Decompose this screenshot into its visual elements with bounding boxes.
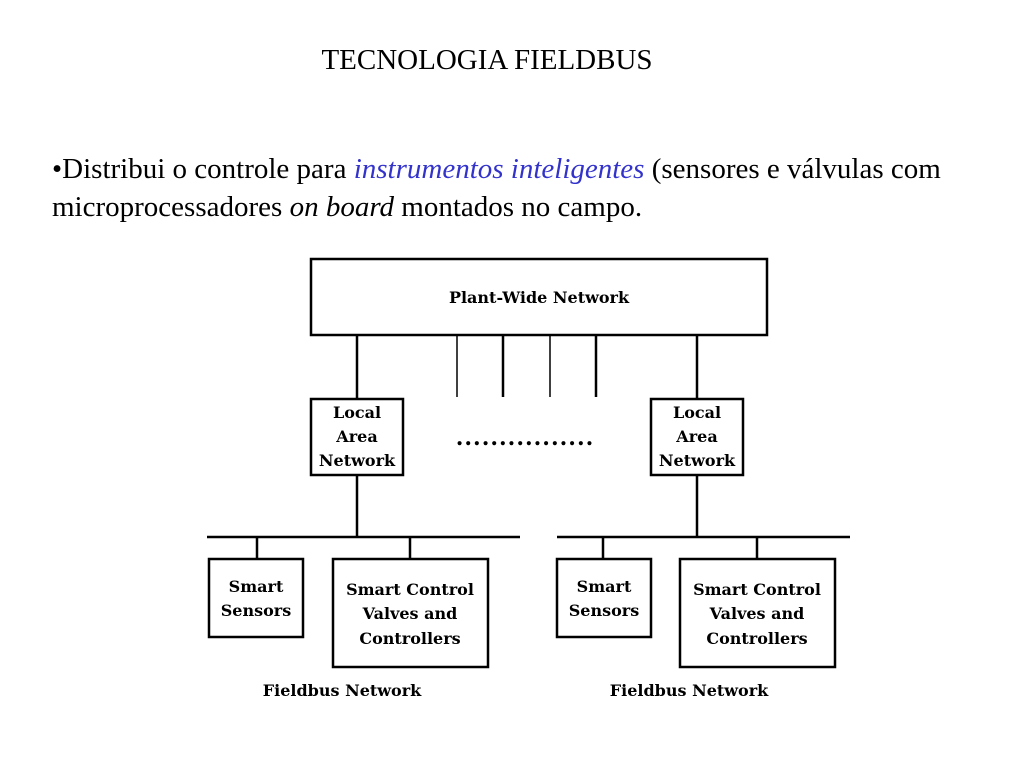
valves-left-line-3: Controllers	[359, 629, 460, 648]
lan-left-line-2: Area	[335, 427, 377, 446]
lan-right-line-3: Network	[659, 451, 736, 470]
valves-left-line-1: Smart Control	[346, 580, 474, 599]
fieldbus-label-left: Fieldbus Network	[263, 681, 422, 700]
valves-right-line-2: Valves and	[709, 604, 805, 623]
bullet-text-part-2: (sensores e válvulas com microprocessado…	[52, 153, 941, 223]
sensors-right-line-2: Sensors	[569, 601, 639, 620]
lan-box-right	[649, 397, 745, 477]
bullet-marker: •	[52, 153, 63, 185]
lan-right-line-1: Local	[673, 403, 721, 422]
bullet-text-part-3: montados no campo.	[394, 191, 643, 223]
lan-right-line-2: Area	[675, 427, 717, 446]
lan-left-line-1: Local	[333, 403, 381, 422]
bullet-text: •Distribui o controle para instrumentos …	[52, 150, 982, 226]
valves-left-line-2: Valves and	[362, 604, 458, 623]
bullet-highlight: instrumentos inteligentes	[353, 153, 645, 185]
lan-box-left	[309, 397, 405, 477]
plant-wide-network-box	[309, 257, 769, 337]
plant-wide-network-label: Plant-Wide Network	[449, 288, 630, 307]
smart-sensors-box-left	[207, 557, 305, 639]
sensors-left-line-1: Smart	[229, 577, 284, 596]
bullet-italic: on board	[289, 191, 395, 223]
ellipsis-dots: ................	[456, 425, 595, 451]
valves-right-line-3: Controllers	[706, 629, 807, 648]
sensors-left-line-2: Sensors	[221, 601, 291, 620]
smart-valves-box-left	[331, 557, 490, 669]
smart-sensors-box-right	[555, 557, 653, 639]
smart-valves-box-right	[678, 557, 837, 669]
slide-title: TECNOLOGIA FIELDBUS	[321, 44, 653, 76]
sensors-right-line-1: Smart	[577, 577, 632, 596]
fieldbus-label-right: Fieldbus Network	[610, 681, 769, 700]
valves-right-line-1: Smart Control	[693, 580, 821, 599]
lan-left-line-3: Network	[319, 451, 396, 470]
bullet-text-part-1: Distribui o controle para	[62, 153, 354, 185]
